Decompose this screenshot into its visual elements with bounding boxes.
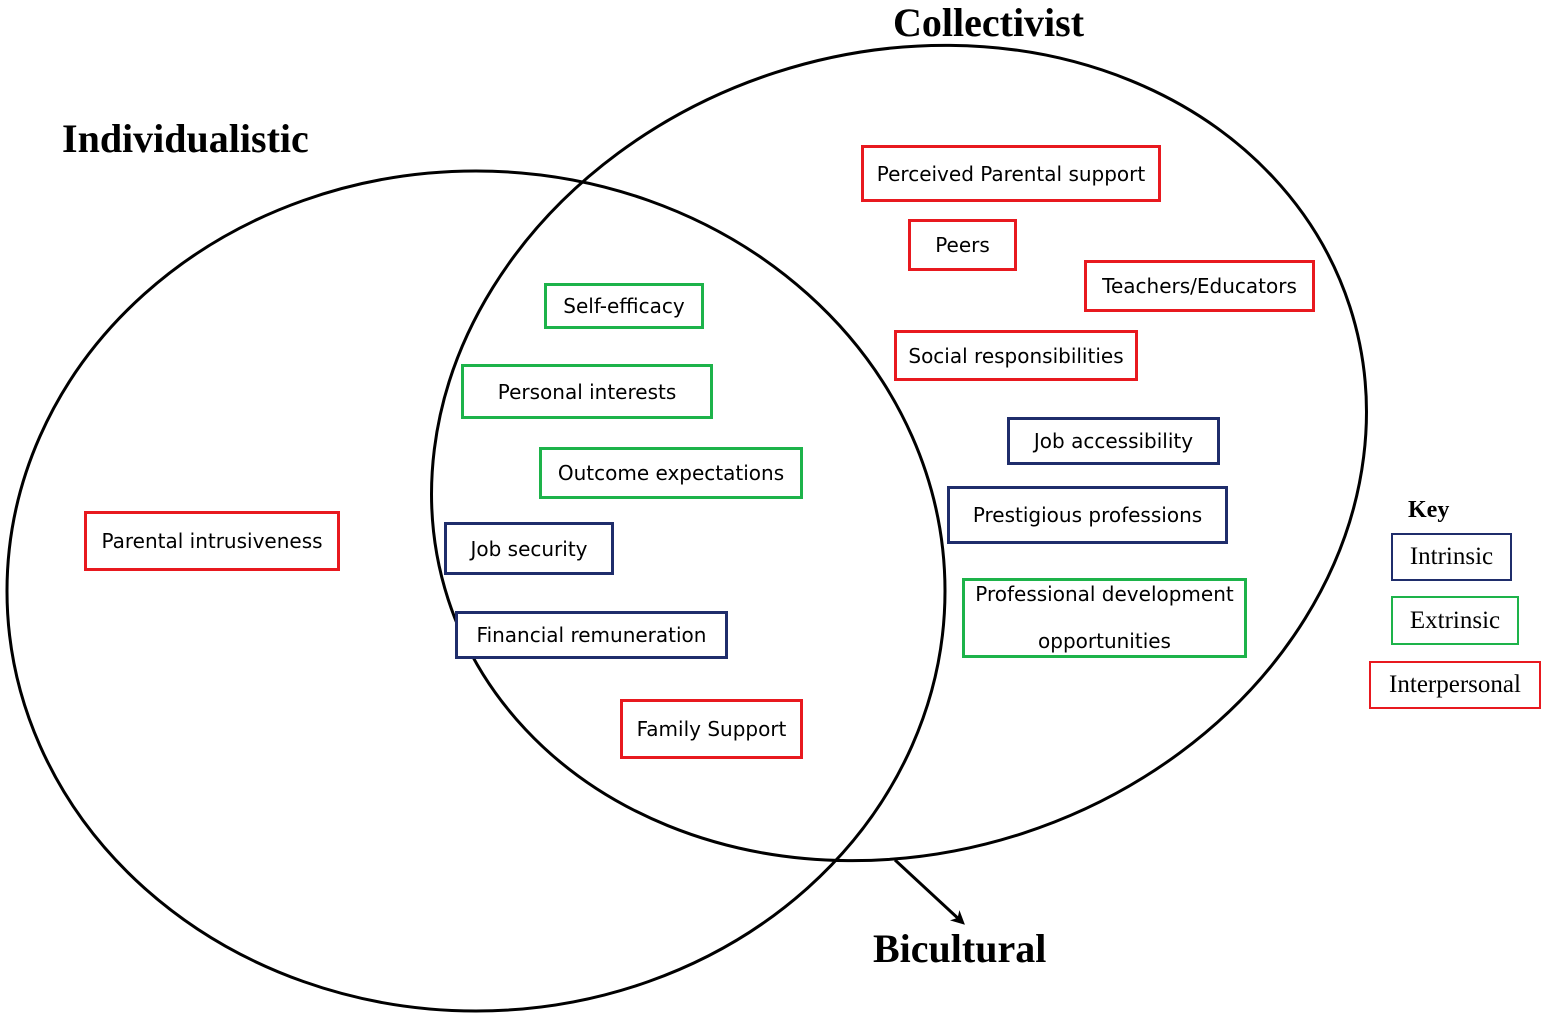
collectivist-title: Collectivist <box>893 0 1085 45</box>
factor-personal-interests: Personal interests <box>461 364 713 419</box>
factor-social-responsibilities: Social responsibilities <box>894 330 1138 381</box>
individualistic-circle <box>5 169 947 1013</box>
factor-professional-development: Professional development opportunities <box>962 578 1247 658</box>
factor-family-support: Family Support <box>620 699 803 759</box>
factor-perceived-parental-support: Perceived Parental support <box>861 145 1161 202</box>
factor-teachers-educators: Teachers/Educators <box>1084 260 1315 312</box>
factor-peers: Peers <box>908 219 1017 271</box>
key-title: Key <box>1408 497 1450 523</box>
key-extrinsic: Extrinsic <box>1391 596 1519 645</box>
factor-self-efficacy: Self-efficacy <box>544 283 704 329</box>
factor-job-accessibility: Job accessibility <box>1007 417 1220 465</box>
bicultural-arrow <box>893 858 965 925</box>
key-interpersonal: Interpersonal <box>1369 661 1541 709</box>
collectivist-circle <box>430 43 1368 863</box>
factor-job-security: Job security <box>444 522 614 575</box>
factor-prestigious-professions: Prestigious professions <box>947 486 1228 544</box>
factor-financial-remuneration: Financial remuneration <box>455 611 728 659</box>
individualistic-title: Individualistic <box>62 116 309 161</box>
key-intrinsic: Intrinsic <box>1391 533 1512 581</box>
bicultural-title: Bicultural <box>873 926 1047 971</box>
factor-outcome-expectations: Outcome expectations <box>539 447 803 499</box>
factor-parental-intrusiveness: Parental intrusiveness <box>84 511 340 571</box>
